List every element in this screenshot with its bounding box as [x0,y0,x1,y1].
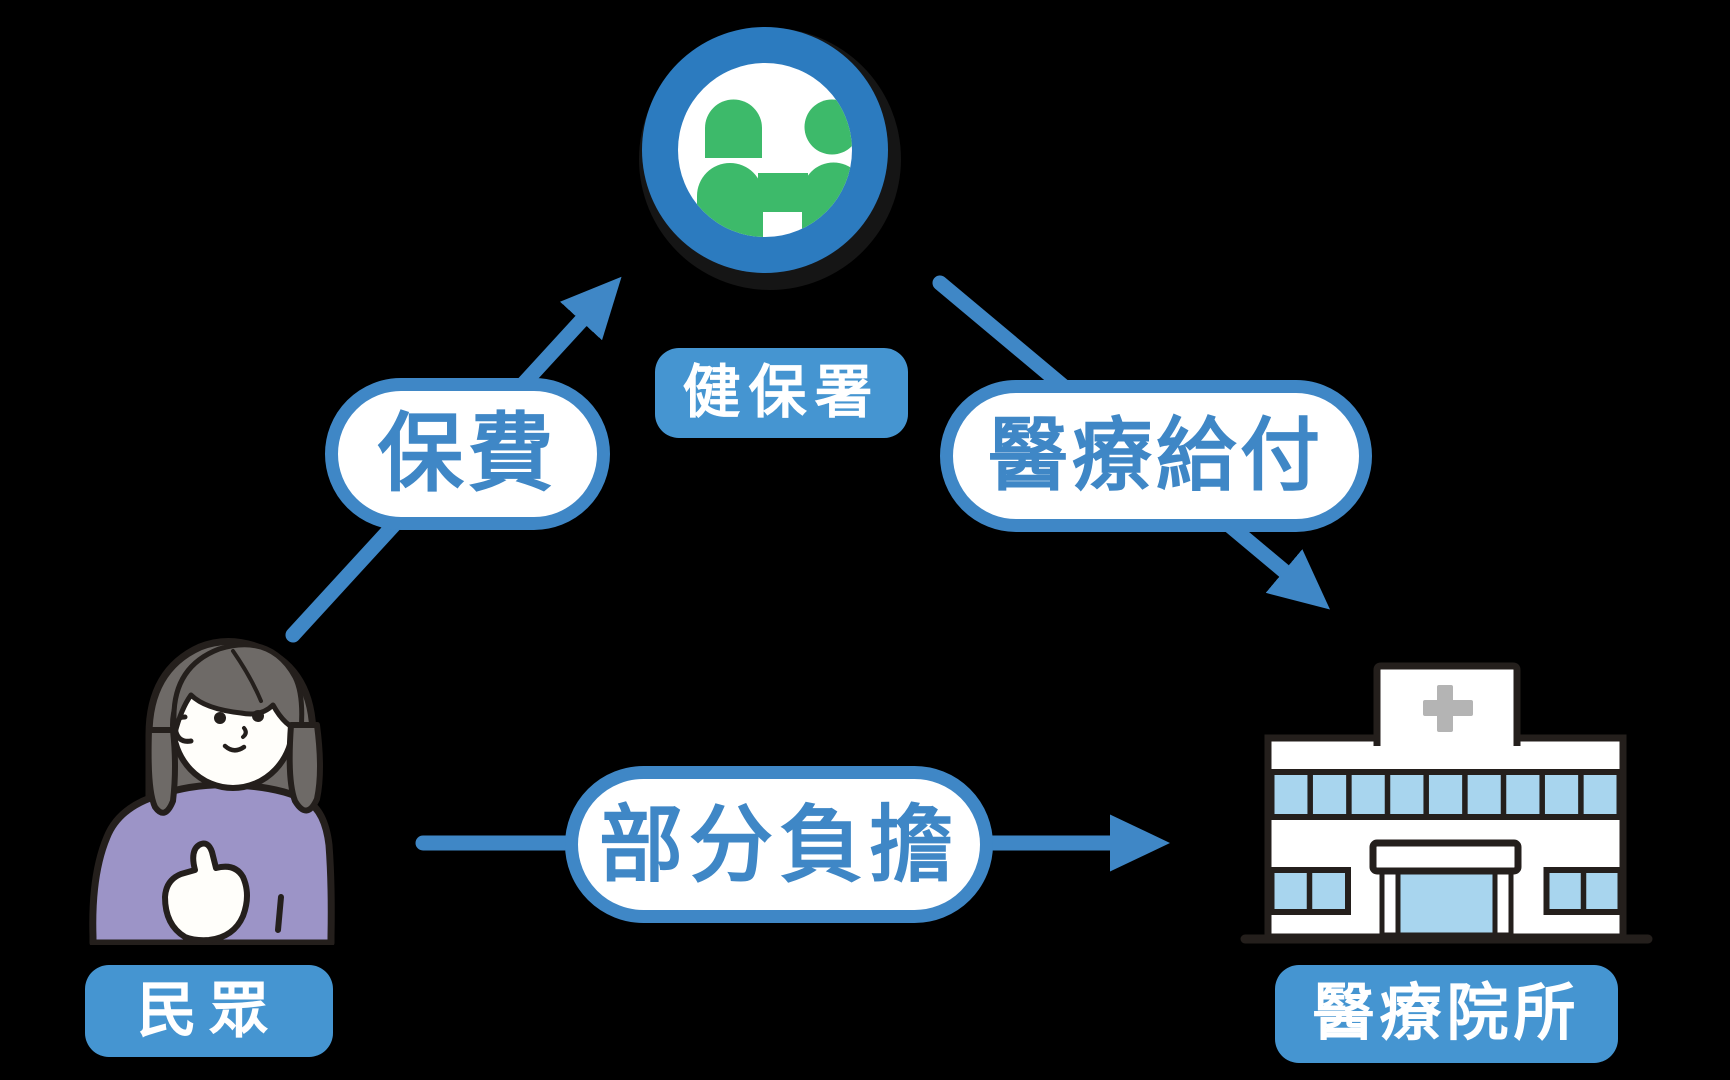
hair-lock-left [145,727,178,816]
entrance-canopy [1369,839,1522,875]
medical-cross-icon [1423,685,1473,732]
window-row-lower-left [1268,867,1351,915]
entrance-door [1395,864,1498,938]
providers-label: 醫療院所 [1312,979,1581,1048]
nhia-circle-icon [639,27,901,290]
window-row-upper [1268,769,1623,820]
providers-label-tag: 醫療院所 [1275,965,1618,1063]
left-eye [214,712,226,724]
entrance-post-right [1492,864,1514,938]
nhia-label: 健保署 [682,360,881,425]
nose [241,726,248,739]
copayment-pill: 部分負擔 [565,766,993,923]
left-person-head [705,99,762,158]
premium-pill: 保費 [325,378,610,530]
nhia-label-tag: 健保署 [655,348,908,438]
premium-label: 保費 [377,406,558,502]
public-label-tag: 民眾 [85,965,333,1057]
public-label: 民眾 [137,977,281,1044]
thumbs-up-hand [162,840,250,944]
woman-thumbs-up-illustration [89,637,335,945]
entrance-post-left [1379,864,1401,938]
hospital-building-illustration [1240,662,1653,944]
hair-lock-right [286,722,323,814]
handshake-bar [758,173,808,212]
smile-mouth [222,743,247,753]
sweater-crease [275,894,284,933]
window-row-lower-right [1543,867,1624,915]
right-eye [252,710,264,722]
hair-strand [231,649,263,703]
copayment-label: 部分負擔 [598,797,959,892]
benefit-label: 醫療給付 [988,411,1324,500]
benefit-pill: 醫療給付 [940,380,1372,532]
